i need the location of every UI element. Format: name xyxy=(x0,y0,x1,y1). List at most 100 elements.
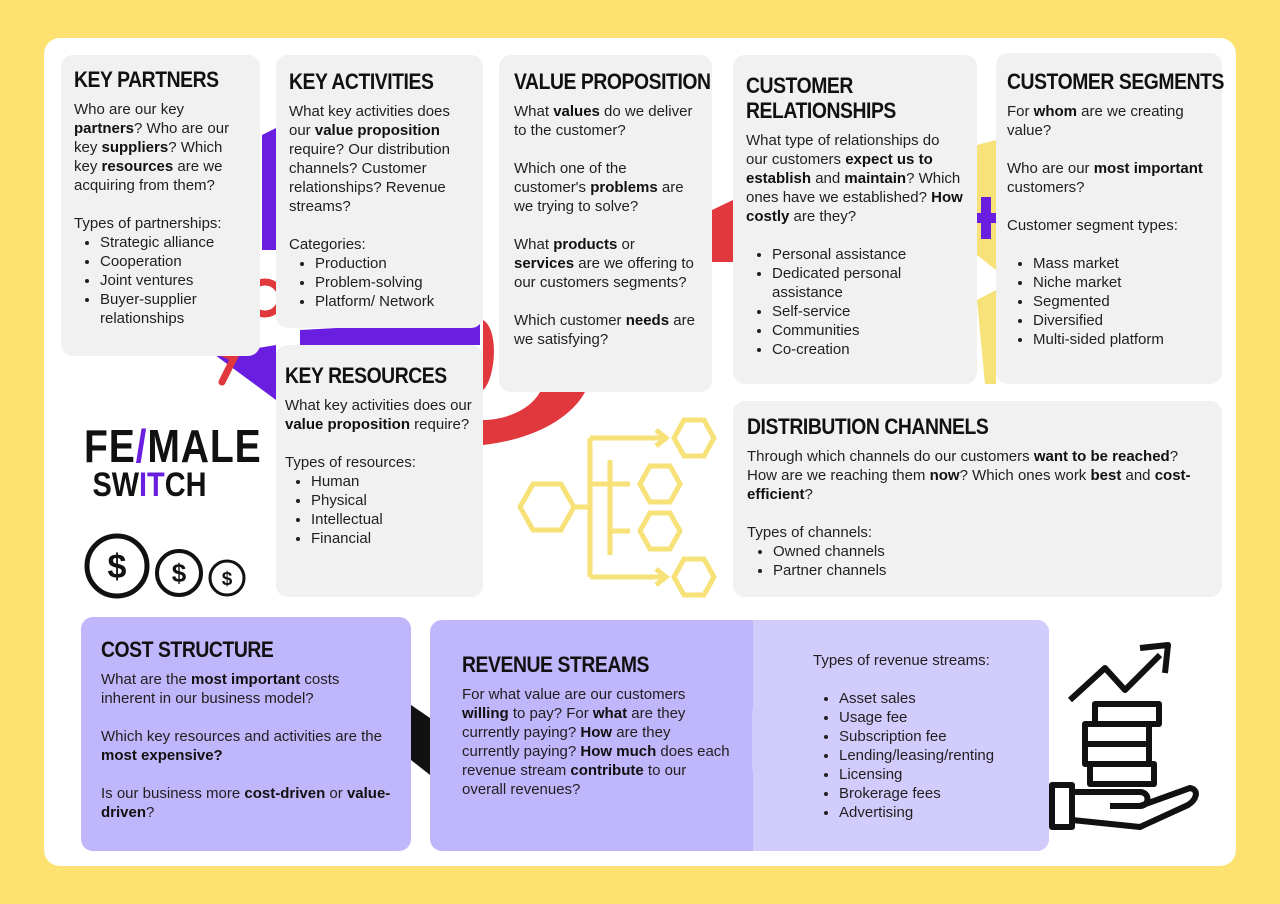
body-text: ? Which ones have we established? xyxy=(746,170,961,206)
logo-text: / xyxy=(135,420,148,472)
list-item: Platform/ Network xyxy=(315,292,470,311)
emphasis-text: most important xyxy=(191,671,301,688)
emphasis-text: values xyxy=(553,103,600,120)
list-item: Diversified xyxy=(1033,311,1211,330)
body-text: does each revenue stream xyxy=(462,743,730,779)
card-cost-structure: COST STRUCTURE What are the most importan… xyxy=(81,617,411,851)
plus-icon xyxy=(965,197,1007,239)
list-item: Advertising xyxy=(839,803,1033,822)
svg-text:$: $ xyxy=(172,558,187,588)
card-title: KEY ACTIVITIES xyxy=(289,69,434,94)
card-title: COST STRUCTURE xyxy=(101,637,274,662)
card-paragraph: Who are our most important customers? xyxy=(1007,159,1211,197)
list-item: Personal assistance xyxy=(772,245,964,264)
body-text: Through which channels do our customers xyxy=(747,448,1034,465)
body-text: Types of partnerships: xyxy=(74,215,222,232)
body-text: to our overall revenues? xyxy=(462,762,687,798)
list-item: Licensing xyxy=(839,765,1033,784)
list-item: Subscription fee xyxy=(839,727,1033,746)
female-switch-logo: FE/MALE SWITCH xyxy=(84,423,261,504)
bullet-list: ProductionProblem-solvingPlatform/ Netwo… xyxy=(289,254,470,311)
body-text: Types of revenue streams: xyxy=(813,652,990,669)
card-paragraph: What values do we deliver to the custome… xyxy=(514,102,697,140)
card-paragraph: What type of relationships do our custom… xyxy=(746,131,964,226)
body-text: require? xyxy=(410,416,470,433)
body-text: are they? xyxy=(789,208,857,225)
list-item: Problem-solving xyxy=(315,273,470,292)
list-item: Communities xyxy=(772,321,964,340)
emphasis-text: willing xyxy=(462,705,509,722)
card-paragraph: Types of resources: xyxy=(285,453,474,472)
body-text: require? Our distribution channels? Cust… xyxy=(289,141,450,215)
emphasis-text: products xyxy=(553,236,618,253)
emphasis-text: resources xyxy=(101,158,174,175)
card-title: KEY RESOURCES xyxy=(285,363,447,388)
card-paragraph: Which one of the customer's problems are… xyxy=(514,159,697,216)
emphasis-text: contribute xyxy=(570,762,644,779)
card-paragraph: For what value are our customers willing… xyxy=(462,685,732,799)
body-text: What type of relationships do our custom… xyxy=(746,132,940,168)
list-item: Production xyxy=(315,254,470,273)
body-text: What key activities does our xyxy=(285,397,472,414)
body-text: For xyxy=(1007,103,1034,120)
body-text: or xyxy=(617,236,635,253)
emphasis-text: most important xyxy=(1093,160,1203,177)
card-paragraph: What are the most important costs inhere… xyxy=(101,670,391,708)
body-text: ? Which ones work xyxy=(959,467,1091,484)
card-paragraph: What products or services are we offerin… xyxy=(514,235,697,292)
emphasis-text: maintain xyxy=(844,170,907,187)
speech-pointer xyxy=(752,710,784,770)
card-paragraph: What key activities does our value propo… xyxy=(289,102,470,216)
body-text: ? How are we reaching them xyxy=(747,448,1179,484)
card-key-resources: KEY RESOURCES What key activities does ou… xyxy=(276,345,483,597)
list-item: Joint ventures xyxy=(100,271,247,290)
yellow-ribbon xyxy=(977,140,996,384)
list-item: Segmented xyxy=(1033,292,1211,311)
body-text: Which customer xyxy=(514,312,626,329)
body-text: are we satisfying? xyxy=(514,312,695,348)
bullet-list: HumanPhysicalIntellectualFinancial xyxy=(285,472,474,548)
card-paragraph: Types of revenue streams: xyxy=(813,651,1033,670)
body-text: For what value are our customers xyxy=(462,686,686,703)
body-text: do we deliver to the customer? xyxy=(514,103,693,139)
list-item: Mass market xyxy=(1033,254,1211,273)
list-item: Human xyxy=(311,472,474,491)
list-item: Brokerage fees xyxy=(839,784,1033,803)
card-paragraph: What key activities does our value propo… xyxy=(285,396,474,434)
body-text: ? Who are our key xyxy=(74,120,230,156)
card-title: DISTRIBUTION CHANNELS xyxy=(747,414,989,439)
body-text: What xyxy=(514,103,554,120)
body-text: What xyxy=(514,236,554,253)
body-text: Types of channels: xyxy=(747,524,873,541)
list-item: Buyer-supplier relationships xyxy=(100,290,247,328)
card-paragraph: For whom are we creating value? xyxy=(1007,102,1211,140)
emphasis-text: best xyxy=(1090,467,1122,484)
body-text: ? xyxy=(146,804,155,821)
body-text: Is our business more xyxy=(101,785,245,802)
card-distribution-channels: DISTRIBUTION CHANNELS Through which chann… xyxy=(733,401,1222,597)
body-text: Who are our xyxy=(1007,160,1094,177)
list-item: Strategic alliance xyxy=(100,233,247,252)
body-text: Customer segment types: xyxy=(1007,217,1178,234)
logo-text: SW xyxy=(92,466,140,504)
emphasis-text: needs xyxy=(625,312,670,329)
list-item: Usage fee xyxy=(839,708,1033,727)
card-paragraph: Which key resources and activities are t… xyxy=(101,727,391,765)
emphasis-text: value proposition xyxy=(285,416,411,433)
list-item: Asset sales xyxy=(839,689,1033,708)
card-paragraph: Which customer needs are we satisfying? xyxy=(514,311,697,349)
body-text: Types of resources: xyxy=(285,454,416,471)
emphasis-text: expect us to establish xyxy=(746,151,933,187)
bullet-list: Personal assistanceDedicated personal as… xyxy=(746,245,964,359)
list-item: Niche market xyxy=(1033,273,1211,292)
emphasis-text: suppliers xyxy=(101,139,169,156)
emphasis-text: most expensive? xyxy=(101,747,223,764)
card-title: KEY PARTNERS xyxy=(74,67,219,92)
emphasis-text: whom xyxy=(1033,103,1078,120)
hexagon-flow-icon xyxy=(517,417,717,598)
body-text: costs inherent in our business model? xyxy=(101,671,340,707)
connector-black xyxy=(411,705,430,775)
body-text: customers? xyxy=(1007,179,1085,196)
